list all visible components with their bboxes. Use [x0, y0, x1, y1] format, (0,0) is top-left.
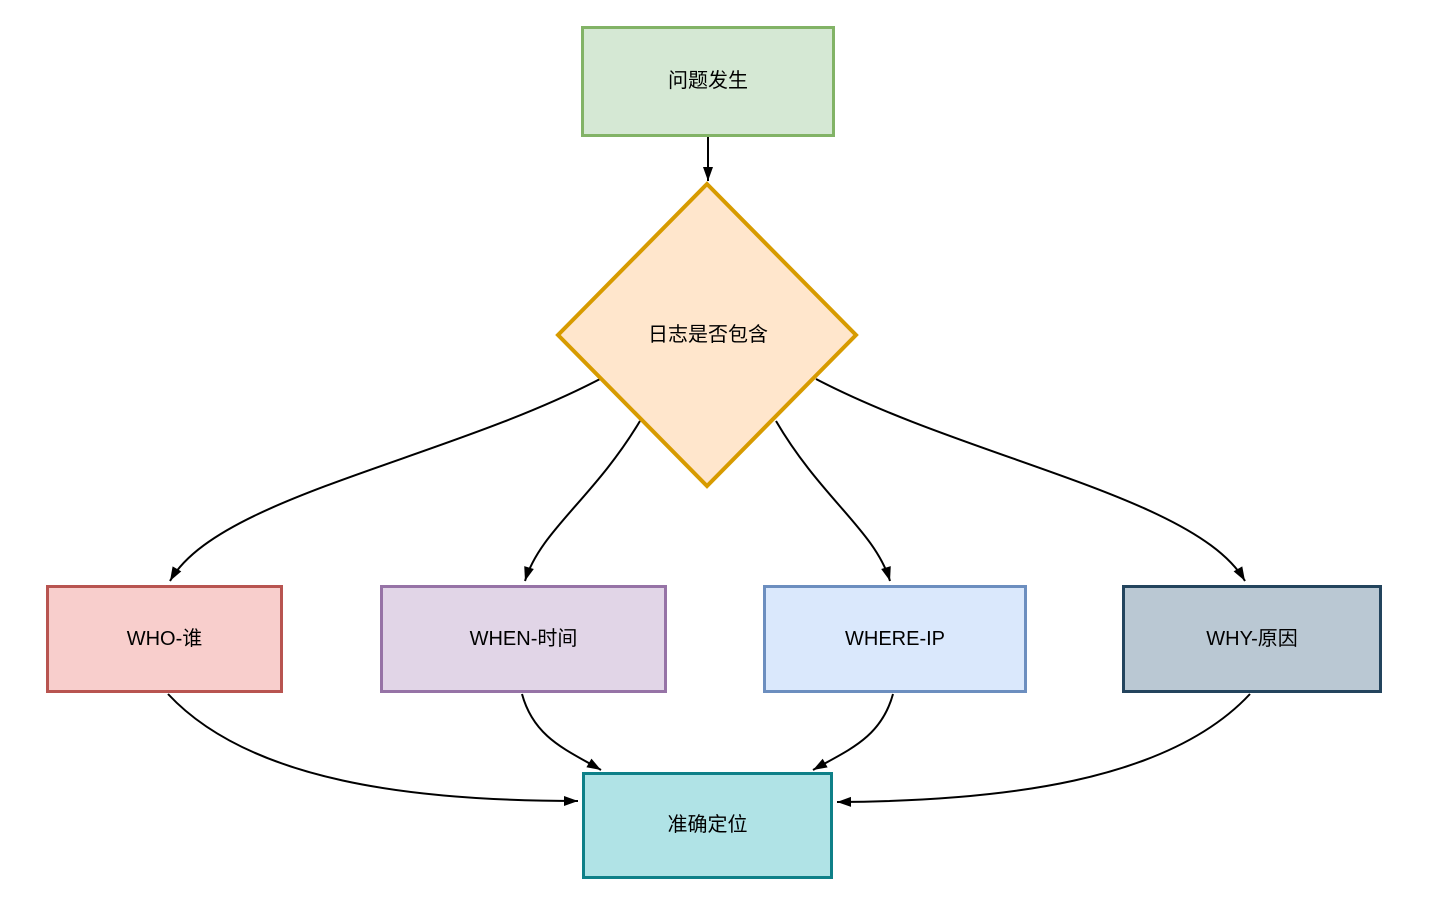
node-result-label: 准确定位 [667, 814, 748, 836]
edge-decision-why [815, 378, 1246, 582]
edge-why-result [836, 693, 1251, 807]
edge-when-result [521, 693, 602, 771]
node-where-label: WHERE-IP [845, 627, 945, 650]
node-who-label: WHO-谁 [126, 627, 203, 650]
node-where: WHERE-IP [763, 585, 1027, 693]
edge-who-result [167, 693, 579, 806]
node-when: WHEN-时间 [380, 585, 667, 693]
node-when-label: WHEN-时间 [469, 627, 578, 650]
node-why-label: WHY-原因 [1206, 627, 1298, 650]
node-who: WHO-谁 [46, 585, 283, 693]
edge-decision-who [169, 378, 601, 582]
edge-decision-where [775, 420, 891, 582]
node-result: 准确定位 [582, 772, 833, 879]
edge-where-result [812, 693, 894, 771]
node-decision-label: 日志是否包含 [648, 323, 768, 346]
node-why: WHY-原因 [1122, 585, 1382, 693]
node-decision: 日志是否包含 [592, 320, 824, 350]
decision-node-shape [555, 181, 859, 489]
edge-decision-when [524, 420, 641, 582]
node-start-label: 问题发生 [668, 70, 748, 92]
node-start: 问题发生 [581, 26, 835, 137]
